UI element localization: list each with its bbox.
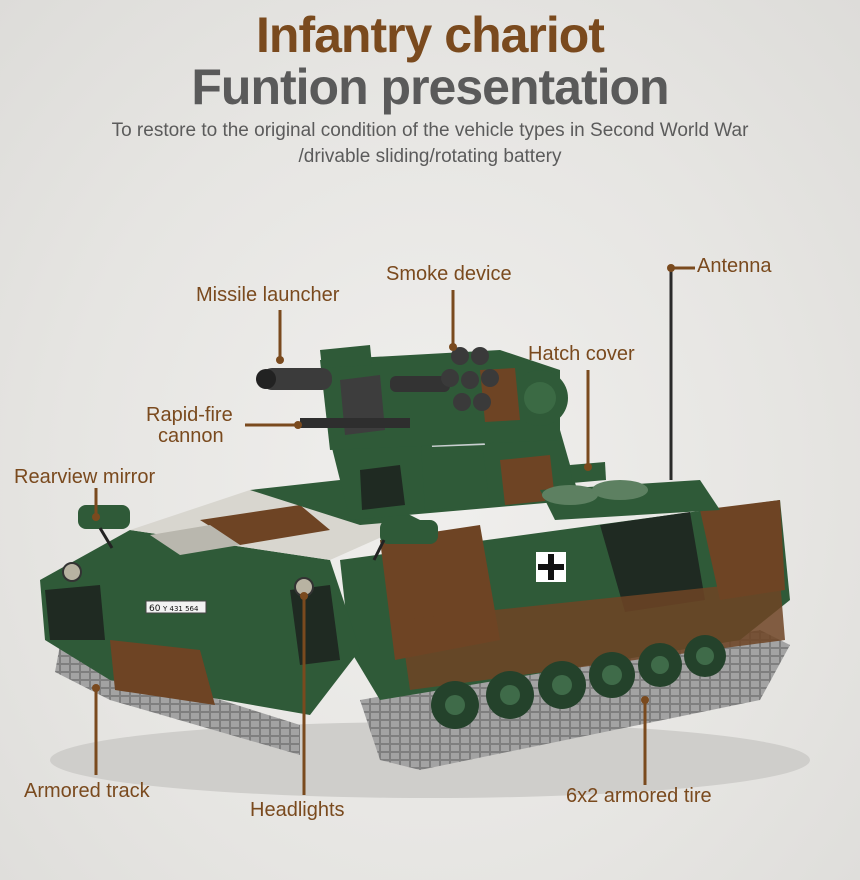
missile-launcher [256,368,332,390]
road-wheels [431,635,726,729]
label-missile-launcher: Missile launcher [196,284,340,306]
rearview-mirror-right [372,520,438,561]
label-antenna: Antenna [697,255,772,277]
plate-text: Y 431 564 [162,605,199,613]
label-armored-tire: 6x2 armored tire [566,785,712,807]
label-rearview-mirror: Rearview mirror [14,466,156,488]
turret-base [330,418,720,520]
callout-lines [94,266,695,795]
left-headlight [62,562,82,582]
subtitle-line-2: /drivable sliding/rotating battery [298,146,562,167]
subtitle-line-1: To restore to the original condition of … [111,120,749,141]
label-rapid-fire-line2: cannon [158,425,224,447]
label-headlights: Headlights [250,799,345,821]
callout-dots [92,264,675,704]
rearview-mirror [78,505,130,549]
rapid-fire-cannon [300,376,450,428]
smoke-device [441,347,499,411]
plate-number: 60 [149,604,161,614]
title-line-1: Infantry chariot [256,7,605,63]
label-rapid-fire-line1: Rapid-fire [146,404,233,426]
hull-side [340,500,790,700]
label-hatch-cover: Hatch cover [528,343,635,365]
title-line-2: Funtion presentation [191,59,669,115]
label-armored-track: Armored track [24,780,150,802]
label-smoke-device: Smoke device [386,263,512,285]
license-plate [145,600,207,614]
cross-emblem [536,552,566,582]
